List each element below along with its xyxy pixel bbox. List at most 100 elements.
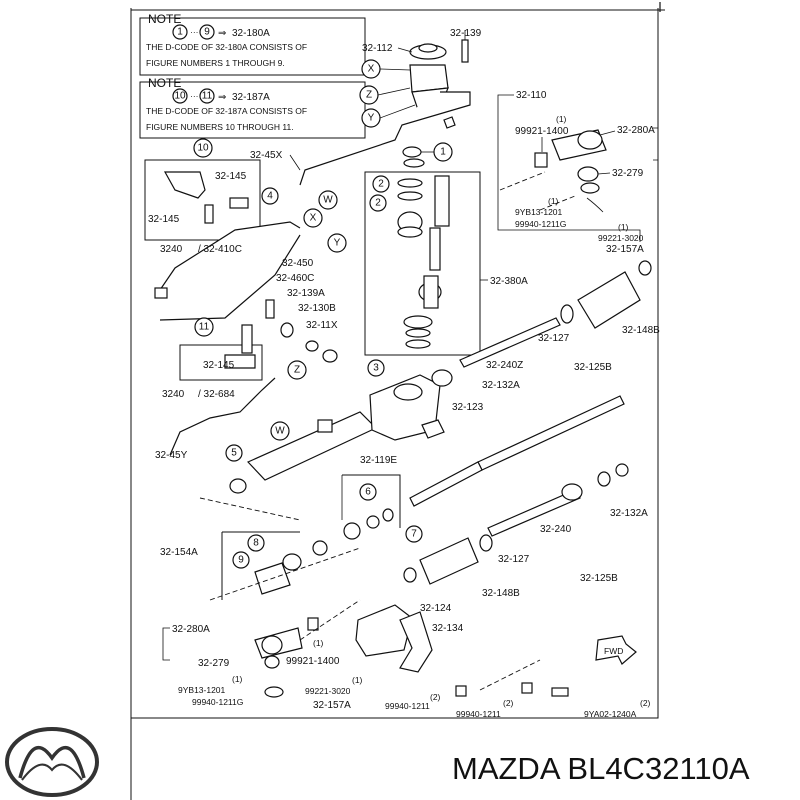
label-3240: 3240	[162, 389, 185, 400]
label-32-132a: 32-132A	[482, 380, 520, 391]
label-32-127: 32-127	[498, 554, 530, 565]
label-32-139: 32-139	[450, 28, 482, 39]
label-32-125b: 32-125B	[574, 362, 612, 373]
tie-rod-end-lower	[254, 617, 319, 698]
label-9yb13-1201: 9YB13-1201	[178, 685, 226, 695]
label-32-684: / 32-684	[198, 389, 235, 400]
note-line-2: FIGURE NUMBERS 10 THROUGH 11.	[146, 122, 294, 132]
label-32-157a: 32-157A	[313, 700, 351, 711]
svg-text:(2): (2)	[640, 698, 651, 708]
label-32-139a: 32-139A	[287, 288, 325, 299]
label-99940-1211: 99940-1211	[456, 709, 501, 719]
label-32-11x: 32-11X	[306, 320, 338, 331]
note-arrow: ⇒	[218, 92, 226, 103]
svg-text:Z: Z	[294, 365, 300, 376]
svg-text:Y: Y	[334, 238, 341, 249]
fwd-arrow-icon: FWD	[595, 635, 637, 665]
part-number-caption: MAZDA BL4C32110A	[452, 751, 750, 786]
label-32-280a: 32-280A	[172, 624, 210, 635]
label-32-410c: / 32-410C	[198, 244, 242, 255]
note-box-2: NOTE 10 ··· 11 ⇒ 32-187A THE D-CODE OF 3…	[139, 76, 366, 139]
svg-text:(1): (1)	[313, 638, 324, 648]
svg-text:···: ···	[190, 91, 199, 101]
svg-text:9: 9	[238, 555, 244, 566]
label-99940-1211g: 99940-1211G	[192, 697, 243, 707]
label-32-145: 32-145	[215, 171, 247, 182]
label-32-240: 32-240	[540, 524, 572, 535]
callout-w	[318, 190, 338, 210]
label-32-280a: 32-280A	[617, 125, 655, 136]
svg-text:8: 8	[253, 538, 259, 549]
seal-group-154a: 8 9	[221, 531, 328, 600]
callout-w	[270, 421, 290, 441]
rack-housing	[246, 369, 453, 481]
label-32-112: 32-112	[362, 43, 393, 54]
label-32-279: 32-279	[612, 168, 644, 179]
note-line-2: FIGURE NUMBERS 1 THROUGH 9.	[146, 58, 285, 68]
label-32-134: 32-134	[432, 623, 464, 634]
callout-x	[303, 208, 323, 228]
note-box-1: NOTE 1 ··· 9 ⇒ 32-180A THE D-CODE OF 32-…	[139, 12, 366, 76]
label-32-380a: 32-380A	[490, 276, 528, 287]
svg-text:X: X	[310, 213, 317, 224]
label-32-157a: 32-157A	[606, 244, 644, 255]
svg-text:11: 11	[199, 322, 210, 333]
callout-6	[359, 483, 377, 501]
svg-text:10: 10	[197, 143, 209, 154]
callout-3	[367, 359, 385, 377]
svg-text:6: 6	[365, 487, 371, 498]
note-line-1: THE D-CODE OF 32-187A CONSISTS OF	[146, 106, 307, 116]
svg-text:1: 1	[440, 147, 446, 158]
note-arrow: ⇒	[218, 28, 226, 39]
label-32-450: 32-450	[282, 258, 314, 269]
boot-upper	[560, 260, 652, 329]
svg-text:FWD: FWD	[604, 646, 623, 656]
bracket-group-10: 10	[144, 138, 261, 241]
svg-text:X: X	[368, 64, 375, 75]
note-range-start: 1	[177, 27, 183, 38]
note-range-end: 11	[202, 91, 213, 102]
label-9yb13-1201: 9YB13-1201	[515, 207, 563, 217]
label-32-148b: 32-148B	[622, 325, 660, 336]
diagram-frame	[130, 8, 665, 800]
svg-text:3: 3	[373, 363, 379, 374]
label-99940-1211g: 99940-1211G	[515, 219, 566, 229]
svg-text:(1): (1)	[232, 674, 243, 684]
callout-7	[405, 525, 423, 543]
label-32-148b: 32-148B	[482, 588, 520, 599]
valve-assembly-box: 2 2	[364, 171, 481, 356]
label-99940-1211: 99940-1211	[385, 701, 430, 711]
svg-text:2: 2	[378, 179, 384, 190]
svg-text:4: 4	[267, 191, 273, 202]
label-32-154a: 32-154A	[160, 547, 198, 558]
svg-text:Y: Y	[368, 113, 375, 124]
label-32-123: 32-123	[452, 402, 484, 413]
svg-text:(1): (1)	[352, 675, 363, 685]
svg-text:2: 2	[375, 198, 381, 209]
label-9ya02-1240a: 9YA02-1240A	[584, 709, 637, 719]
note-line-1: THE D-CODE OF 32-180A CONSISTS OF	[146, 42, 307, 52]
svg-text:(1): (1)	[548, 196, 559, 206]
svg-text:···: ···	[190, 27, 199, 37]
label-32-125b: 32-125B	[580, 573, 618, 584]
note-range-start: 10	[174, 91, 186, 102]
label-32-130b: 32-130B	[298, 303, 336, 314]
label-99221-3020: 99221-3020	[598, 233, 644, 243]
mazda-logo	[5, 727, 99, 797]
svg-text:W: W	[275, 426, 285, 437]
label-32-460c: 32-460C	[276, 273, 314, 284]
svg-text:Z: Z	[366, 90, 372, 101]
label-32-45y: 32-45Y	[155, 450, 188, 461]
label-32-110: 32-110	[516, 90, 547, 101]
callout-4	[261, 187, 279, 205]
label-3240: 3240	[160, 244, 183, 255]
svg-text:5: 5	[231, 448, 237, 459]
label-32-127: 32-127	[538, 333, 570, 344]
label-99221-3020: 99221-3020	[305, 686, 351, 696]
svg-text:(2): (2)	[503, 698, 514, 708]
label-32-124: 32-124	[420, 603, 452, 614]
svg-text:(1): (1)	[618, 222, 629, 232]
label-99921-1400: 99921-1400	[515, 126, 569, 137]
note-range-end: 9	[204, 27, 210, 38]
